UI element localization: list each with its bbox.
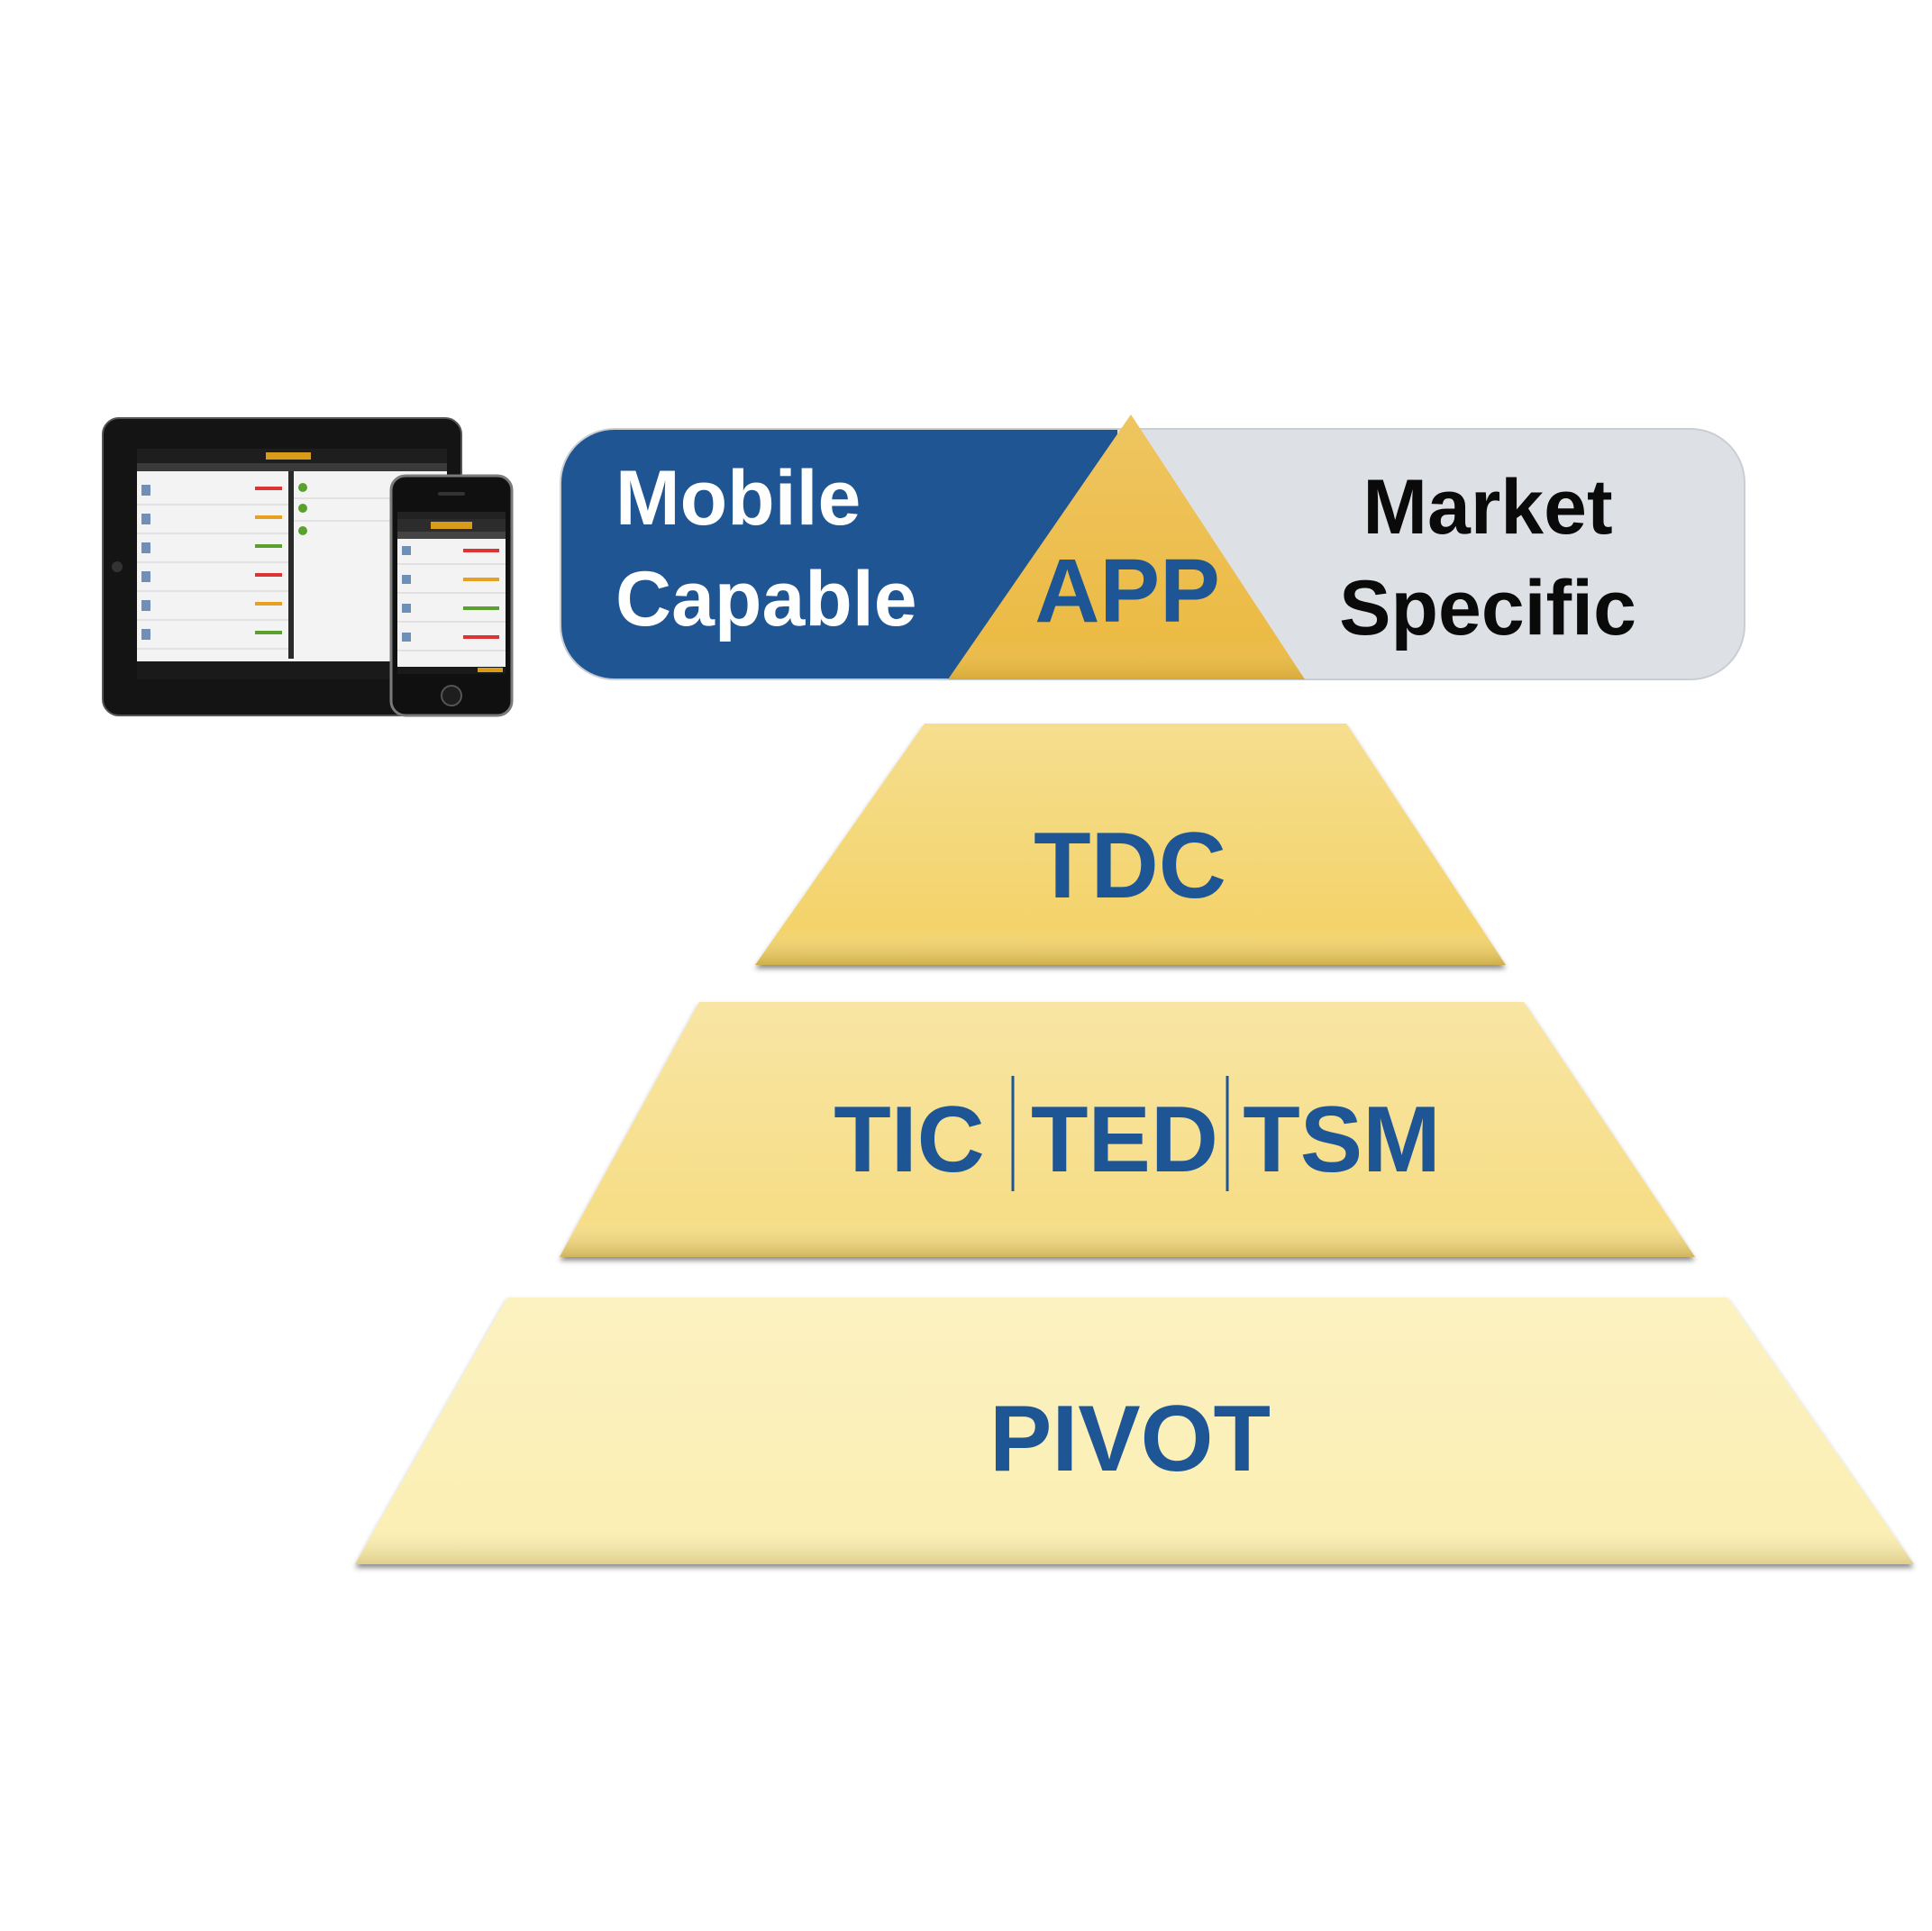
tsm-label: TSM [1243,1088,1441,1192]
specific-label: Specific [1339,565,1636,651]
app-label: APP [1034,541,1220,642]
tablet-icon [102,417,462,716]
tdc-label: TDC [1034,814,1226,918]
mobile-label: Mobile [615,455,861,542]
pyramid: TDC TIC TED TSM PIVOT [355,724,1914,1564]
pyramid-tier-base [355,1298,1914,1564]
capable-label: Capable [615,556,917,642]
banner: Mobile Capable APP Market Specific [560,414,1745,680]
pivot-label: PIVOT [989,1387,1271,1491]
pyramid-tier-middle [560,1002,1695,1257]
pyramid-tier-top [755,724,1506,965]
smartphone-icon [389,474,514,717]
ted-label: TED [1031,1088,1218,1192]
tic-label: TIC [834,1088,985,1192]
market-label: Market [1362,464,1612,551]
devices-illustration [102,417,514,717]
